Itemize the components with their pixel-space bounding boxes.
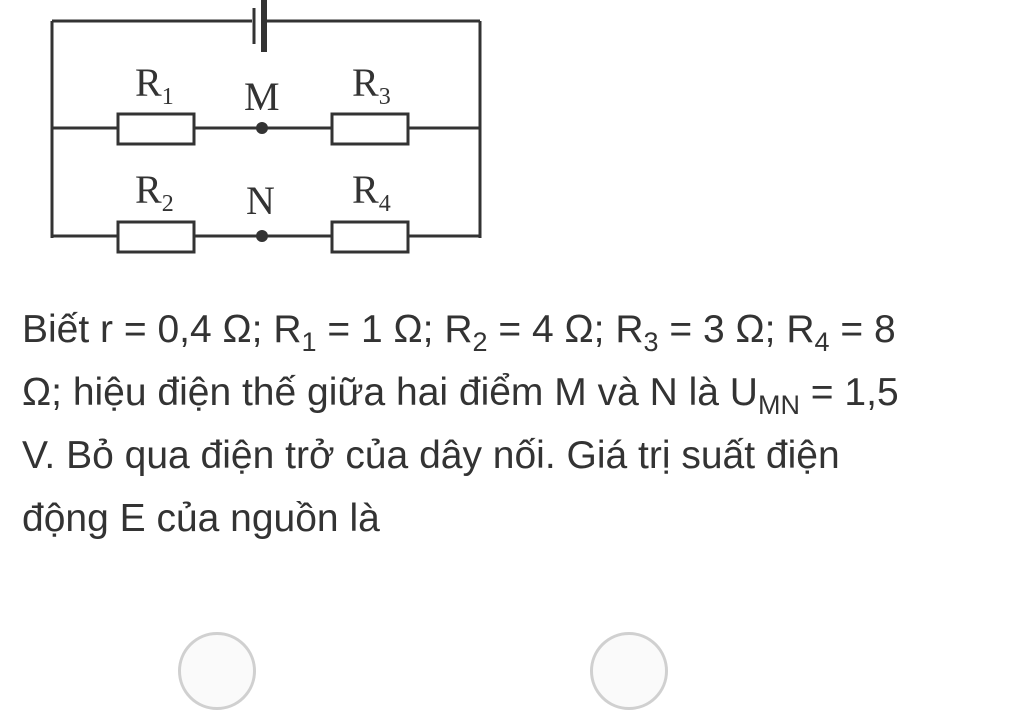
resistor-r1 (116, 112, 196, 146)
problem-text: Biết r = 0,4 Ω; R1 = 1 Ω; R2 = 4 Ω; R3 =… (22, 298, 902, 550)
subscript: 3 (643, 327, 659, 357)
problem-part: = 8 Ω; hiệu điện thế giữa hai điểm M và … (22, 308, 896, 414)
node-n-dot (256, 230, 268, 242)
resistor-r3 (330, 112, 410, 146)
node-m-dot (256, 122, 268, 134)
label-r3: R3 (352, 60, 391, 110)
problem-part: = 1,5 V. Bỏ qua điện trở của dây nối. Gi… (22, 371, 899, 540)
resistor-r2 (116, 220, 196, 254)
circuit-diagram: R1 M R3 R2 N R4 (50, 0, 482, 254)
option-b-radio[interactable] (590, 632, 668, 710)
option-a-radio[interactable] (178, 632, 256, 710)
label-n: N (246, 178, 275, 223)
label-m: M (244, 74, 280, 119)
problem-part: Biết r = 0,4 Ω; R (22, 308, 302, 351)
label-r4: R4 (352, 167, 391, 217)
problem-part: = 1 Ω; R (316, 308, 473, 351)
label-r1: R1 (135, 60, 174, 110)
problem-part: = 4 Ω; R (487, 308, 644, 351)
subscript: 4 (814, 327, 830, 357)
problem-part: = 3 Ω; R (658, 308, 815, 351)
subscript: MN (757, 390, 800, 420)
label-r2: R2 (135, 167, 174, 217)
subscript: 2 (472, 327, 488, 357)
subscript: 1 (301, 327, 317, 357)
battery-symbol (252, 0, 267, 52)
resistor-r4 (330, 220, 410, 254)
